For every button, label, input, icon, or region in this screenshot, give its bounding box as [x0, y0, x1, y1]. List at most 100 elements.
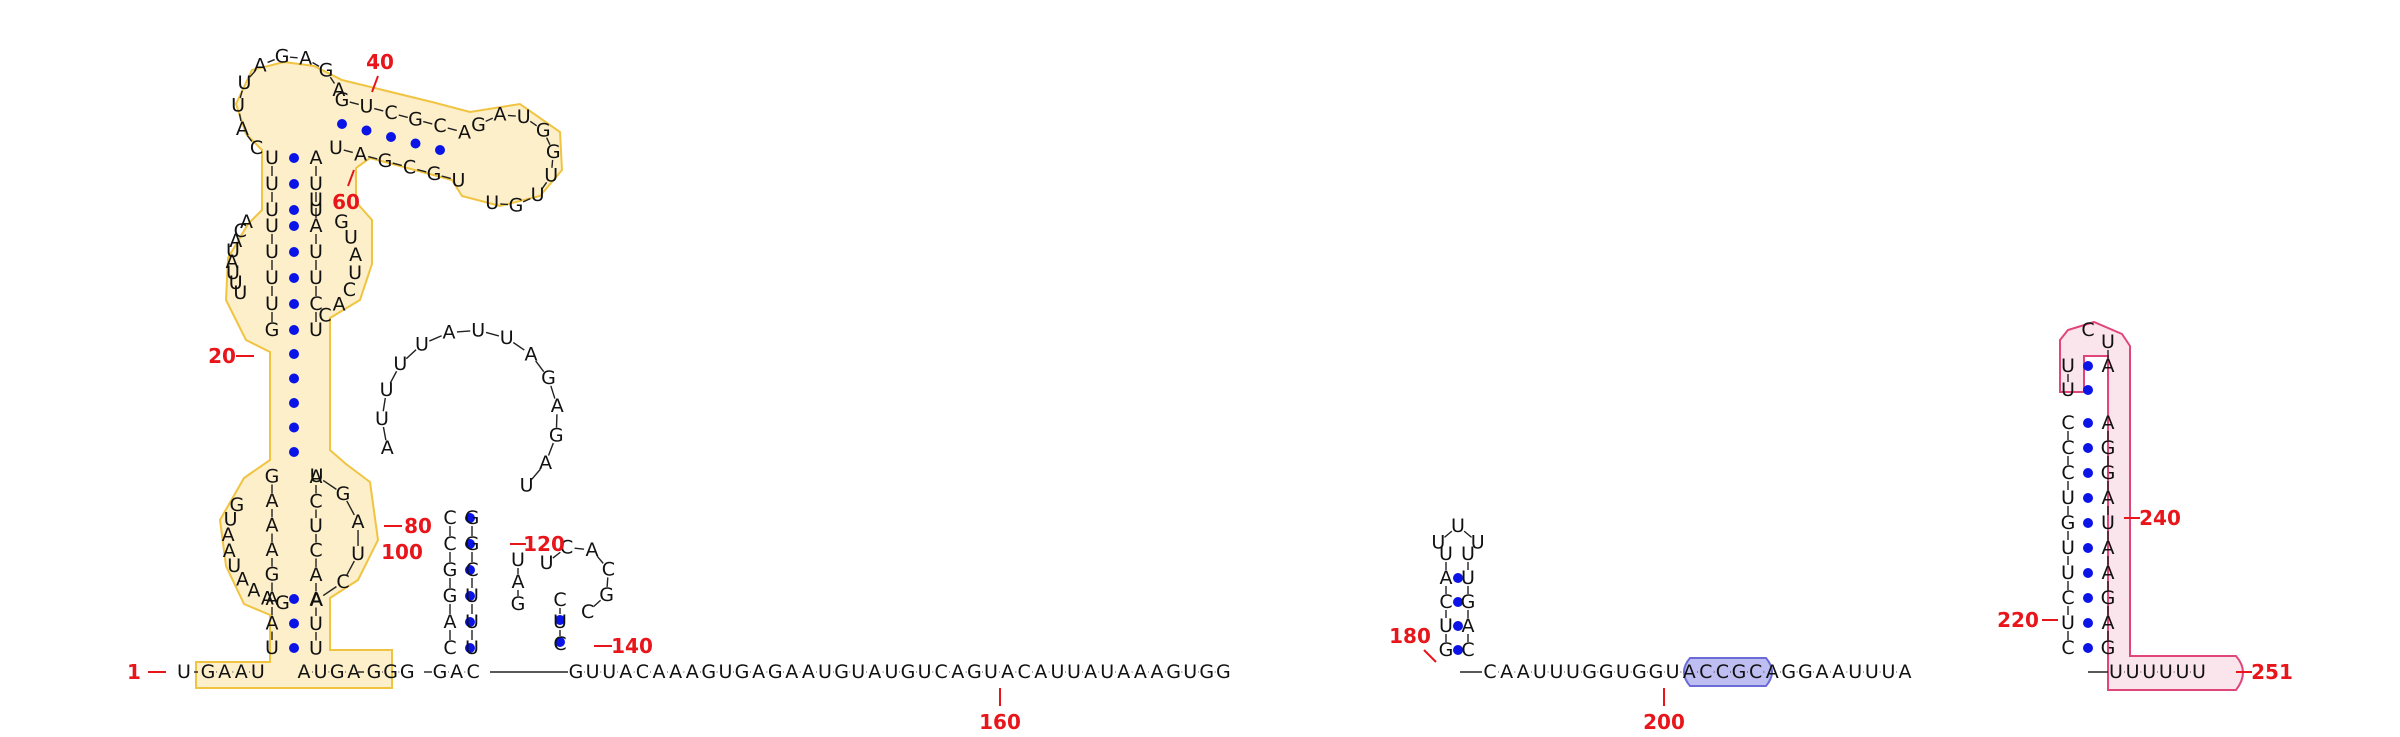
nucleotide: A: [1500, 661, 1513, 683]
nucleotide: C: [636, 661, 649, 683]
nucleotide: C: [467, 661, 480, 683]
position-tick: [1424, 650, 1436, 662]
nucleotide: U: [310, 465, 324, 487]
base-pair-dot: [2083, 385, 2093, 395]
nucleotide: C: [443, 637, 456, 659]
base-pair-dot: [289, 247, 299, 257]
nucleotide: A: [539, 452, 552, 474]
nucleotide: A: [347, 661, 360, 683]
position-number: 251: [2251, 660, 2293, 684]
nucleotide: G: [336, 483, 351, 505]
nucleotide: A: [235, 661, 248, 683]
nucleotide: G: [427, 163, 442, 185]
nucleotide: C: [2061, 462, 2074, 484]
nucleotide: G: [1461, 591, 1476, 613]
nucleotide: C: [433, 115, 446, 137]
base-pair-dot: [2083, 643, 2093, 653]
nucleotide: U: [360, 96, 374, 118]
base-pair-dot: [2083, 418, 2093, 428]
nucleotide: C: [309, 540, 322, 562]
nucleotide: G: [834, 661, 849, 683]
position-number: 140: [611, 634, 653, 658]
nucleotide: U: [586, 661, 600, 683]
nucleotide: A: [1084, 661, 1097, 683]
base-pair-dot: [289, 594, 299, 604]
domain-highlights: [196, 62, 2243, 690]
nucleotide: G: [201, 661, 216, 683]
nucleotide: C: [465, 559, 478, 581]
nucleotide: G: [1216, 661, 1231, 683]
nucleotide: A: [254, 54, 267, 76]
nucleotide: A: [266, 539, 279, 561]
nucleotide: G: [549, 425, 564, 447]
base-pair-dot: [2083, 593, 2093, 603]
nucleotide: U: [2101, 512, 2115, 534]
nucleotide: A: [247, 579, 260, 601]
nucleotide: U: [500, 327, 514, 349]
nucleotide: U: [520, 474, 534, 496]
nucleotide: A: [444, 611, 457, 633]
nucleotide: A: [802, 661, 815, 683]
nucleotide: A: [2102, 612, 2115, 634]
nucleotide: U: [375, 408, 389, 430]
nucleotide: C: [336, 571, 349, 593]
nucleotide: U: [265, 199, 279, 221]
nucleotide: U: [2101, 331, 2115, 353]
nucleotide: A: [1001, 661, 1014, 683]
nucleotide: U: [314, 661, 328, 683]
nucleotide: A: [752, 661, 765, 683]
base-pair-dot: [2083, 543, 2093, 553]
nucleotide: G: [367, 661, 382, 683]
backbone-bond: [575, 548, 584, 549]
nucleotide: G: [330, 661, 345, 683]
nucleotide: G: [511, 593, 526, 615]
nucleotide: G: [265, 319, 280, 341]
base-pair-dot: [2083, 468, 2093, 478]
nucleotide: U: [1471, 532, 1485, 554]
backbone-bond: [508, 115, 516, 116]
nucleotide: A: [1440, 567, 1453, 589]
nucleotide: A: [333, 294, 346, 316]
nucleotide: G: [1199, 661, 1214, 683]
nucleotide: A: [1816, 661, 1829, 683]
position-number: 160: [979, 710, 1021, 732]
nucleotide: A: [1766, 661, 1779, 683]
nucleotide: G: [408, 109, 423, 131]
position-number: 1: [127, 660, 141, 684]
nucleotide: G: [1798, 661, 1813, 683]
nucleotide: A: [1462, 615, 1475, 637]
nucleotide: U: [485, 192, 499, 214]
nucleotide: C: [1716, 661, 1729, 683]
base-pair-dot: [289, 153, 299, 163]
position-number: 80: [404, 514, 432, 538]
base-pair-dot: [289, 423, 299, 433]
nucleotide: G: [265, 466, 280, 488]
backbone-bond: [429, 336, 441, 341]
base-pair-dot: [2083, 518, 2093, 528]
nucleotide: A: [551, 395, 564, 417]
nucleotide: U: [1050, 661, 1064, 683]
position-number: 180: [1389, 624, 1431, 648]
nucleotide: G: [433, 661, 448, 683]
nucleotide: U: [1848, 661, 1862, 683]
base-pair-dot: [2083, 361, 2093, 371]
nucleotide: U: [2175, 661, 2189, 683]
nucleotide: G: [335, 89, 350, 111]
nucleotide: U: [309, 638, 323, 660]
nucleotide: U: [1183, 661, 1197, 683]
nucleotide: C: [1461, 639, 1474, 661]
nucleotide: U: [517, 106, 531, 128]
nucleotide: A: [1151, 661, 1164, 683]
nucleotide: U: [309, 613, 323, 635]
nucleotide: C: [2081, 319, 2094, 341]
nucleotide: U: [1549, 661, 1563, 683]
nucleotide: U: [415, 333, 429, 355]
nucleotide: G: [1649, 661, 1664, 683]
nucleotide: A: [2102, 562, 2115, 584]
nucleotide: C: [384, 102, 397, 124]
base-pair-dot: [386, 132, 396, 142]
nucleotide: C: [935, 661, 948, 683]
backbone-bond: [500, 204, 508, 205]
nucleotide: U: [1566, 661, 1580, 683]
nucleotide: A: [261, 587, 274, 609]
